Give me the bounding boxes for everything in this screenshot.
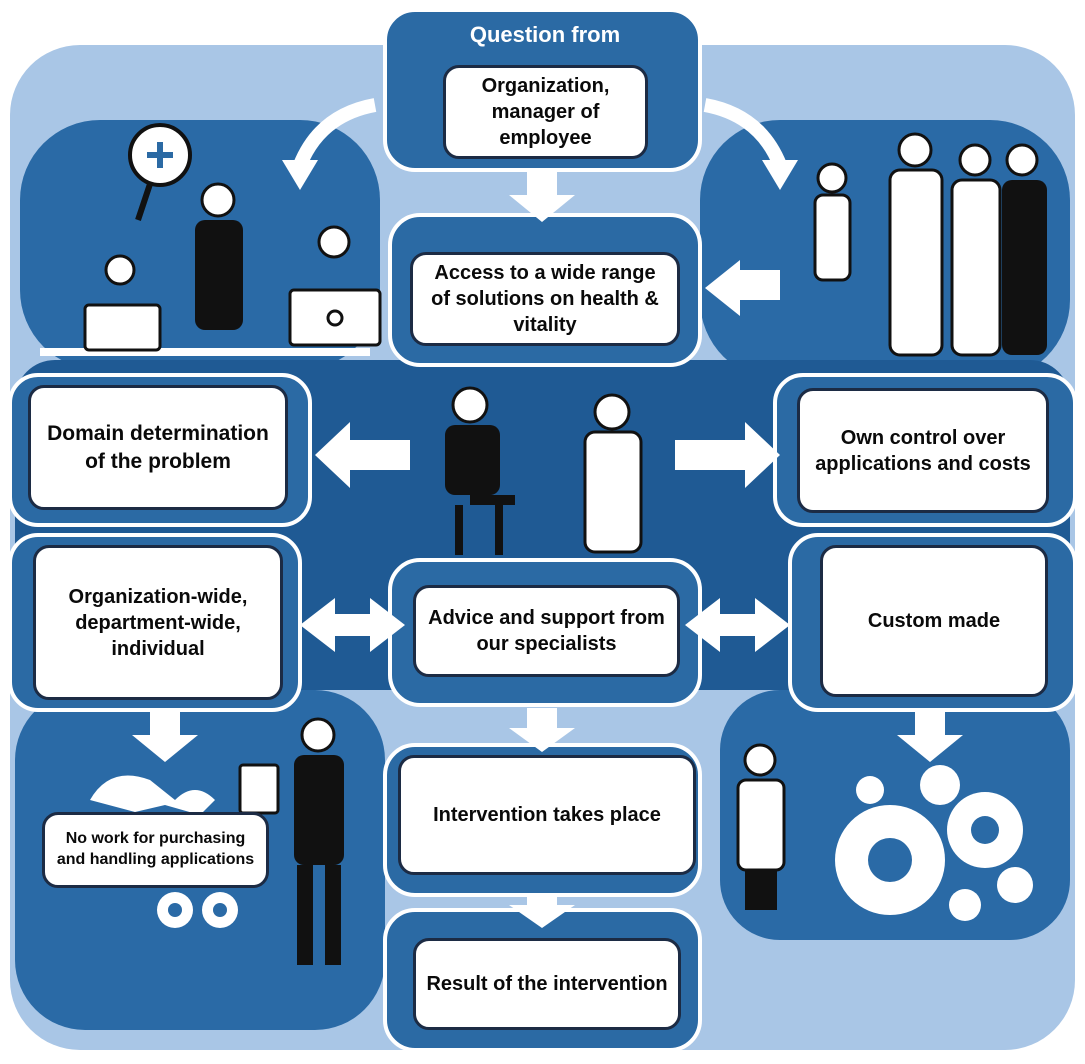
- box-source: Organization, manager of employee: [443, 65, 648, 159]
- box-result: Result of the intervention: [413, 938, 681, 1030]
- box-access: Access to a wide range of solutions on h…: [410, 252, 680, 346]
- arrow-intervention-to-result: [509, 895, 575, 928]
- arrow-curve-right: [703, 98, 787, 168]
- manager-icon: [238, 717, 344, 965]
- box-custom: Custom made: [820, 545, 1048, 697]
- arrow-group-to-access: [705, 260, 780, 316]
- doctor-icon: [583, 393, 786, 910]
- arrows: [132, 170, 963, 928]
- box-no-work: No work for purchasing and handling appl…: [42, 812, 269, 888]
- arrow-advice-custom: [685, 598, 790, 652]
- arrow-scope-advice: [300, 598, 405, 652]
- arrow-to-domain: [315, 422, 410, 488]
- arrow-advice-to-intervention: [509, 708, 575, 752]
- box-advice: Advice and support from our specialists: [413, 585, 680, 677]
- arrow-source-to-access: [509, 170, 575, 222]
- box-domain: Domain determination of the problem: [28, 385, 288, 510]
- arrow-curve-left: [293, 98, 377, 168]
- box-scope: Organization-wide, department-wide, indi…: [33, 545, 283, 700]
- header-label: Question from: [469, 22, 621, 47]
- people-group-icon: [813, 132, 1047, 357]
- small-gears-icon: [157, 892, 238, 928]
- consultant-icon: [445, 386, 515, 555]
- handshake-icon: [90, 775, 215, 815]
- box-control: Own control over applications and costs: [797, 388, 1049, 513]
- arrow-custom-down: [897, 712, 963, 762]
- box-intervention: Intervention takes place: [398, 755, 696, 875]
- arrow-scope-down: [132, 712, 198, 762]
- arrow-to-control: [675, 422, 780, 488]
- office-workers-icon: [40, 123, 382, 356]
- gears-icon: [835, 765, 1033, 921]
